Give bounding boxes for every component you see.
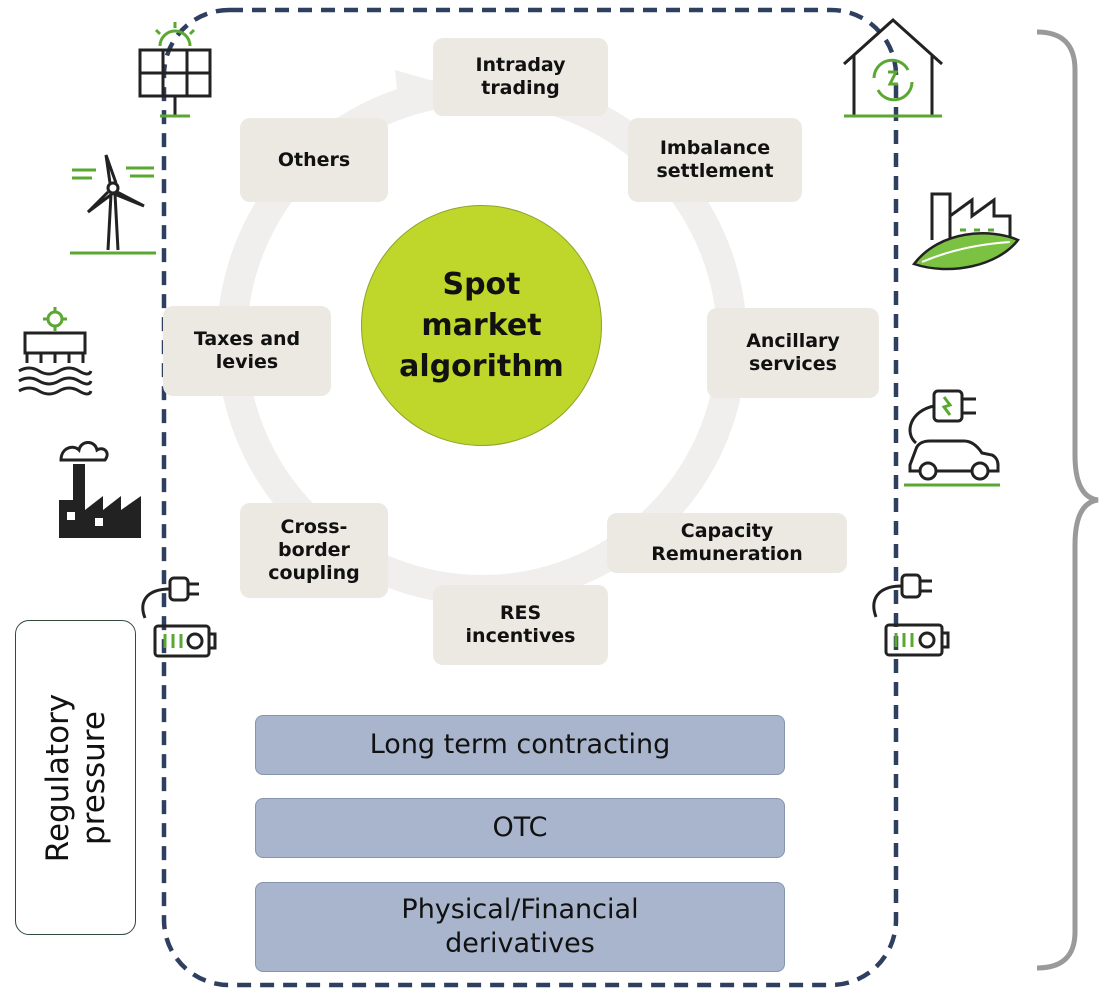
battery-plug-icon — [872, 573, 950, 657]
battery-plug-icon — [141, 576, 217, 658]
factor-capacity-remuneration: Capacity Remuneration — [607, 513, 847, 573]
solar-panel-icon — [138, 22, 212, 118]
physical-financial-derivatives-bar: Physical/Financial derivatives — [255, 882, 785, 972]
right-brace — [1036, 29, 1099, 971]
factor-cross-border-coupling: Cross- border coupling — [240, 503, 388, 598]
factor-ancillary-services: Ancillary services — [707, 308, 879, 398]
regulatory-pressure-box: Regulatory pressure — [15, 620, 136, 935]
long-term-contracting-bar: Long term contracting — [255, 715, 785, 775]
otc-bar: OTC — [255, 798, 785, 858]
regulatory-pressure-label: Regulatory pressure — [39, 693, 112, 862]
factor-res-incentives: RES incentives — [433, 585, 608, 665]
market-boundary — [161, 7, 899, 988]
factor-intraday-trading: Intraday trading — [433, 38, 608, 116]
spot-market-algorithm-circle: Spot market algorithm — [361, 205, 602, 446]
electric-car-icon — [904, 389, 1000, 487]
factor-others: Others — [240, 118, 388, 202]
factor-taxes-and-levies: Taxes and levies — [163, 306, 331, 396]
hydro-plant-icon — [18, 307, 93, 396]
green-factory-icon — [911, 192, 1020, 271]
green-house-icon — [842, 17, 944, 118]
cycle-arrowhead — [395, 70, 430, 100]
factor-imbalance-settlement: Imbalance settlement — [628, 118, 802, 202]
wind-turbine-icon — [70, 154, 156, 255]
fossil-plant-icon — [59, 441, 141, 538]
